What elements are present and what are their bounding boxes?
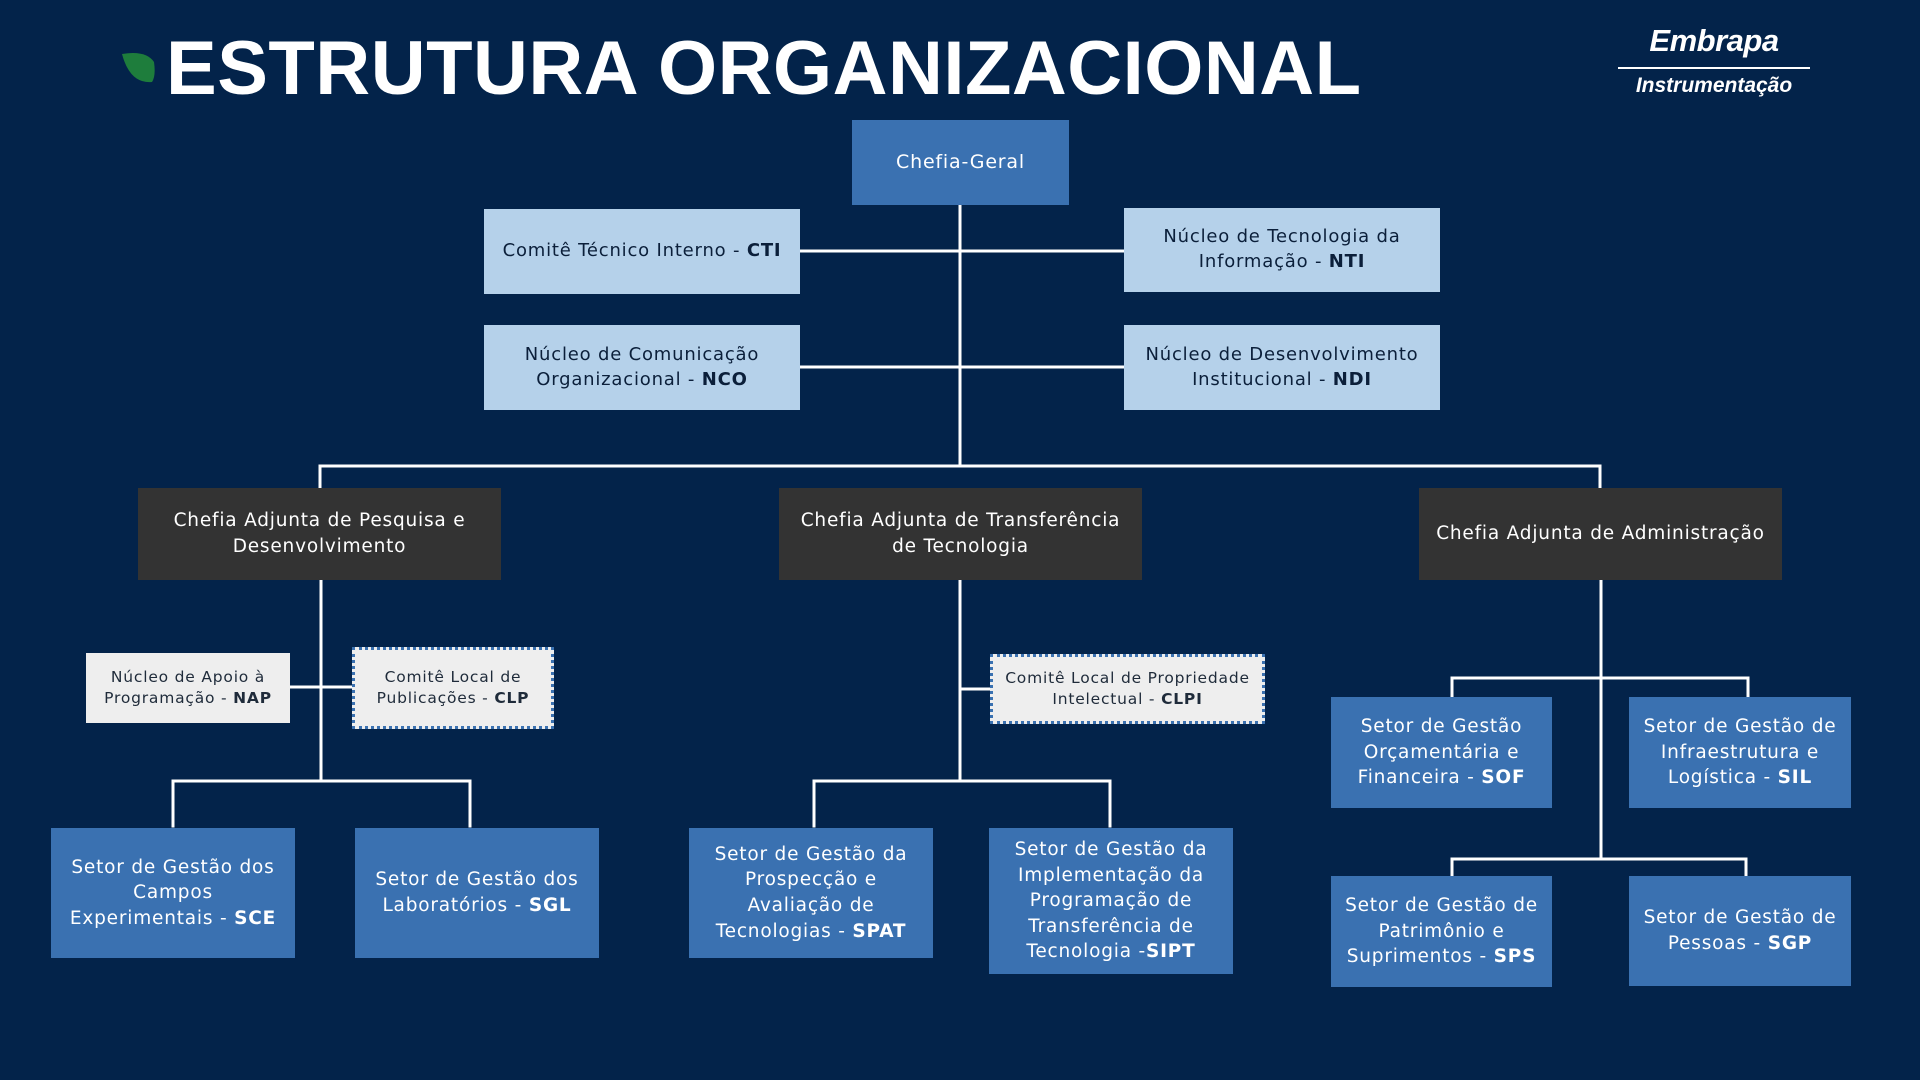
- node-label: Setor de Gestão Orçamentária e Financeir…: [1357, 716, 1526, 789]
- node-label: Núcleo de Comunicação Organizacional - N…: [524, 343, 760, 390]
- node-label: Chefia Adjunta de Transferência de Tecno…: [800, 510, 1121, 557]
- node-sgp[interactable]: Setor de Gestão de Pessoas - SGP: [1629, 876, 1851, 986]
- node-label: Núcleo de Apoio à Programação - NAP: [104, 667, 272, 707]
- node-nco[interactable]: Núcleo de Comunicação Organizacional - N…: [484, 325, 800, 410]
- leaf-icon: [122, 53, 155, 83]
- node-sof[interactable]: Setor de Gestão Orçamentária e Financeir…: [1331, 697, 1552, 808]
- node-label: Chefia-Geral: [896, 151, 1025, 174]
- connector-chefias: [318, 464, 1602, 490]
- connector-adm-bottom: [1450, 857, 1748, 878]
- node-label: Setor de Gestão de Patrimônio e Suprimen…: [1345, 895, 1538, 968]
- node-label: Núcleo de Tecnologia da Informação - NTI: [1163, 226, 1401, 272]
- node-chefia-geral[interactable]: Chefia-Geral: [852, 120, 1069, 205]
- node-chefia-adjunta-tt[interactable]: Chefia Adjunta de Transferência de Tecno…: [779, 488, 1142, 580]
- node-label: Setor de Gestão dos Laboratórios - SGL: [375, 869, 579, 916]
- node-label: Setor de Gestão dos Campos Experimentais…: [69, 856, 277, 929]
- node-sil[interactable]: Setor de Gestão de Infraestrutura e Logí…: [1629, 697, 1851, 808]
- node-label: Setor de Gestão de Pessoas - SGP: [1643, 907, 1837, 954]
- node-label: Comitê Local de Propriedade Intelectual …: [1005, 668, 1250, 708]
- connector-tt-setores: [812, 779, 1112, 828]
- node-cti[interactable]: Comitê Técnico Interno - CTI: [484, 209, 800, 294]
- embrapa-logo: Embrapa Instrumentação: [1614, 20, 1814, 110]
- node-label: Setor de Gestão de Infraestrutura e Logí…: [1643, 716, 1837, 789]
- node-sgl[interactable]: Setor de Gestão dos Laboratórios - SGL: [355, 828, 599, 958]
- node-label: Chefia Adjunta de Pesquisa e Desenvolvim…: [173, 510, 466, 557]
- connector-pd-setores: [171, 779, 472, 828]
- node-clpi[interactable]: Comitê Local de Propriedade Intelectual …: [990, 654, 1265, 724]
- node-label: Setor de Gestão da Implementação da Prog…: [1014, 839, 1208, 963]
- node-label: Núcleo de Desenvolvimento Institucional …: [1145, 343, 1419, 390]
- connector-adm-top: [1450, 676, 1750, 699]
- node-nap[interactable]: Núcleo de Apoio à Programação - NAP: [86, 653, 290, 723]
- node-chefia-adjunta-adm[interactable]: Chefia Adjunta de Administração: [1419, 488, 1782, 580]
- node-sipt[interactable]: Setor de Gestão da Implementação da Prog…: [989, 828, 1233, 974]
- node-ndi[interactable]: Núcleo de Desenvolvimento Institucional …: [1124, 325, 1440, 410]
- node-clp[interactable]: Comitê Local de Publicações - CLP: [352, 647, 554, 729]
- node-sps[interactable]: Setor de Gestão de Patrimônio e Suprimen…: [1331, 876, 1552, 987]
- logo-divider: [1618, 67, 1810, 69]
- logo-subtitle: Instrumentação: [1635, 74, 1793, 97]
- node-label: Comitê Técnico Interno - CTI: [502, 240, 782, 262]
- node-label: Setor de Gestão da Prospecção e Avaliaçã…: [714, 843, 908, 942]
- node-nti[interactable]: Núcleo de Tecnologia da Informação - NTI: [1124, 208, 1440, 292]
- logo-wordmark: Embrapa: [1649, 23, 1779, 58]
- node-spat[interactable]: Setor de Gestão da Prospecção e Avaliaçã…: [689, 828, 933, 958]
- node-chefia-adjunta-pd[interactable]: Chefia Adjunta de Pesquisa e Desenvolvim…: [138, 488, 501, 580]
- node-label: Comitê Local de Publicações - CLP: [376, 667, 530, 707]
- node-sce[interactable]: Setor de Gestão dos Campos Experimentais…: [51, 828, 295, 958]
- node-label: Chefia Adjunta de Administração: [1436, 523, 1765, 545]
- page-title: ESTRUTURA ORGANIZACIONAL: [166, 26, 1362, 111]
